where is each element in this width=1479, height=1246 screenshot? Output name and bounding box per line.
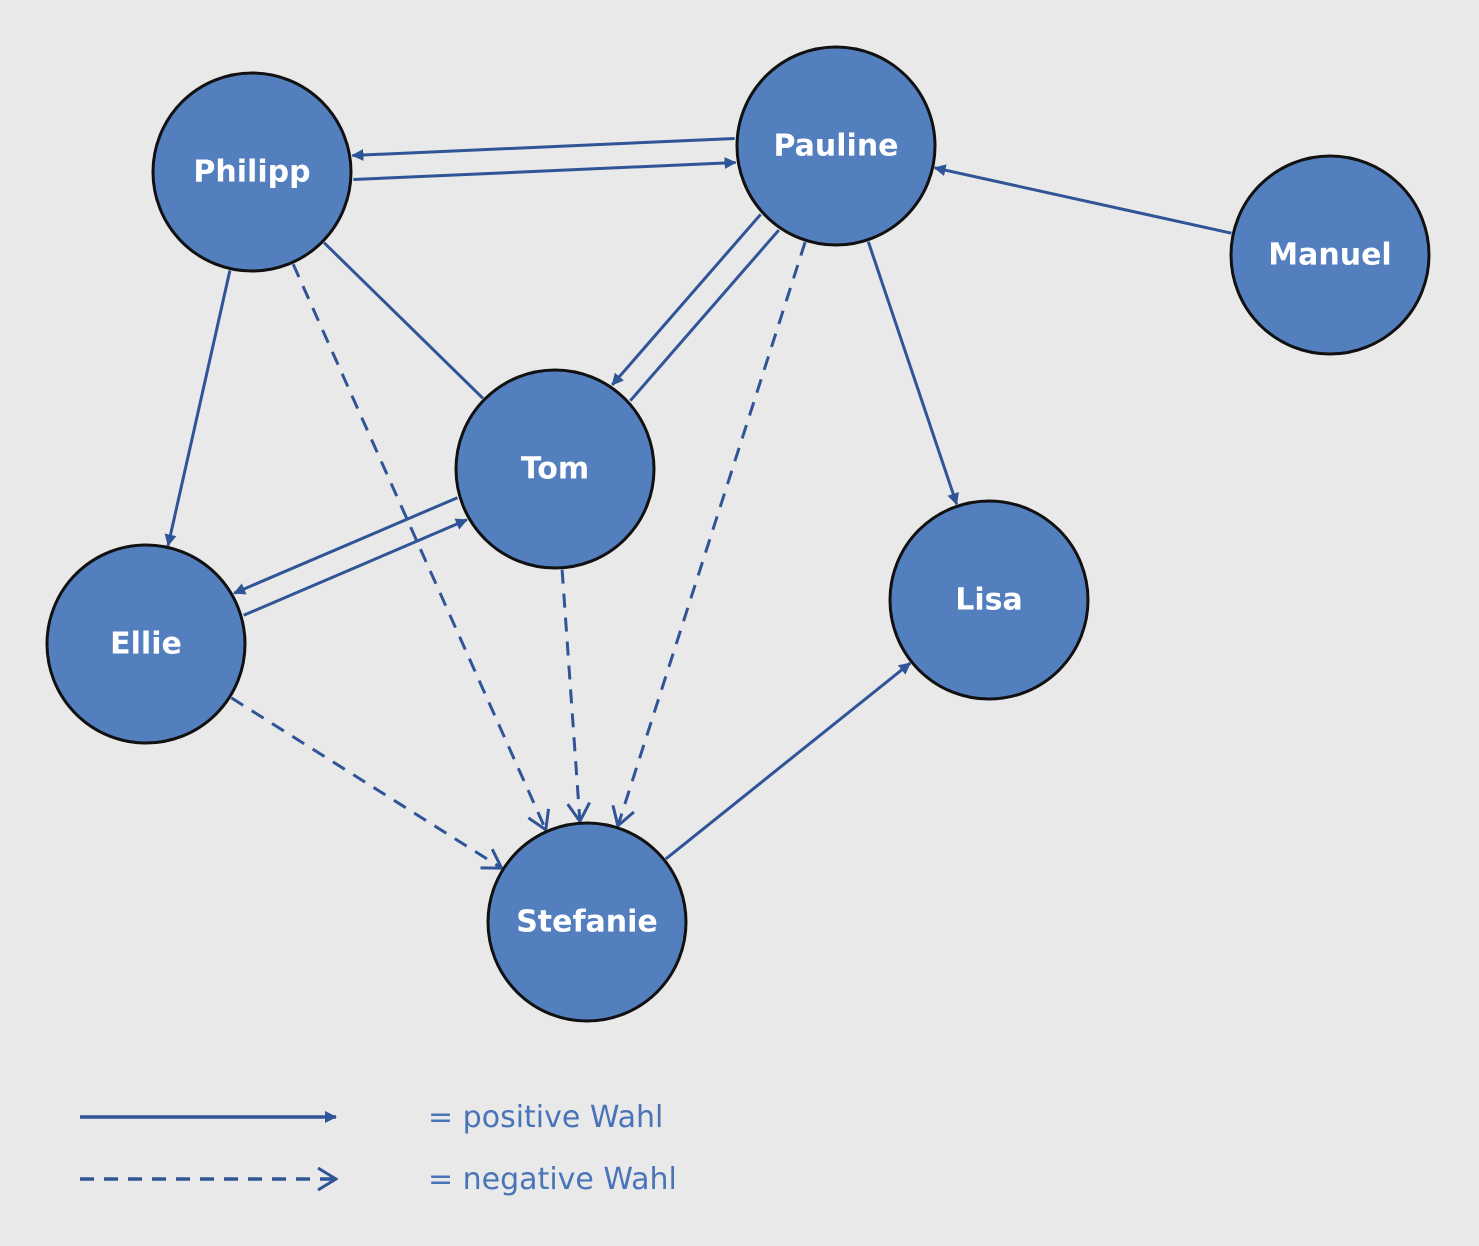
edge-positive-philipp-to-pauline <box>353 156 737 181</box>
node-manuel: Manuel <box>1229 154 1431 356</box>
edge-positive-stefanie-to-lisa <box>664 661 912 861</box>
edge-positive-tom-to-pauline <box>629 229 780 402</box>
legend: = positive Wahl = negative Wahl <box>80 1100 677 1197</box>
node-label-stefanie: Stefanie <box>516 905 658 940</box>
edge-negative-philipp-to-stefanie <box>291 263 546 830</box>
node-label-tom: Tom <box>521 452 589 487</box>
node-circle-tom <box>454 368 656 570</box>
legend-negative-label: = negative Wahl <box>428 1162 677 1197</box>
node-circle-pauline <box>735 45 937 247</box>
edges-layer <box>164 137 1232 869</box>
edge-negative-pauline-to-stefanie <box>618 241 807 826</box>
node-philipp: Philipp <box>151 71 353 273</box>
node-circle-manuel <box>1229 154 1431 356</box>
node-label-ellie: Ellie <box>110 627 182 662</box>
edge-positive-philipp-to-ellie <box>164 270 232 547</box>
node-label-pauline: Pauline <box>773 129 898 164</box>
node-ellie: Ellie <box>45 543 247 745</box>
node-label-philipp: Philipp <box>193 155 310 190</box>
edge-positive-pauline-to-tom <box>611 213 762 386</box>
node-circle-philipp <box>151 71 353 273</box>
edge-negative-tom-to-stefanie <box>560 569 580 822</box>
edge-positive-pauline-to-philipp <box>351 137 735 162</box>
edge-positive-pauline-to-lisa <box>866 241 959 506</box>
edge-positive-tom-to-ellie <box>233 496 458 595</box>
node-label-manuel: Manuel <box>1268 238 1391 273</box>
node-circle-lisa <box>888 499 1090 701</box>
node-circle-ellie <box>45 543 247 745</box>
edge-negative-ellie-to-stefanie <box>230 696 501 868</box>
node-pauline: Pauline <box>735 45 937 247</box>
node-tom: Tom <box>454 368 656 570</box>
node-lisa: Lisa <box>888 499 1090 701</box>
edge-positive-ellie-to-tom <box>243 518 468 617</box>
node-label-lisa: Lisa <box>955 583 1023 618</box>
legend-positive-label: = positive Wahl <box>428 1100 663 1135</box>
edge-positive-philipp-to-tom <box>323 241 484 400</box>
node-circle-stefanie <box>486 821 688 1023</box>
edge-positive-manuel-to-pauline <box>933 164 1232 235</box>
node-stefanie: Stefanie <box>486 821 688 1023</box>
